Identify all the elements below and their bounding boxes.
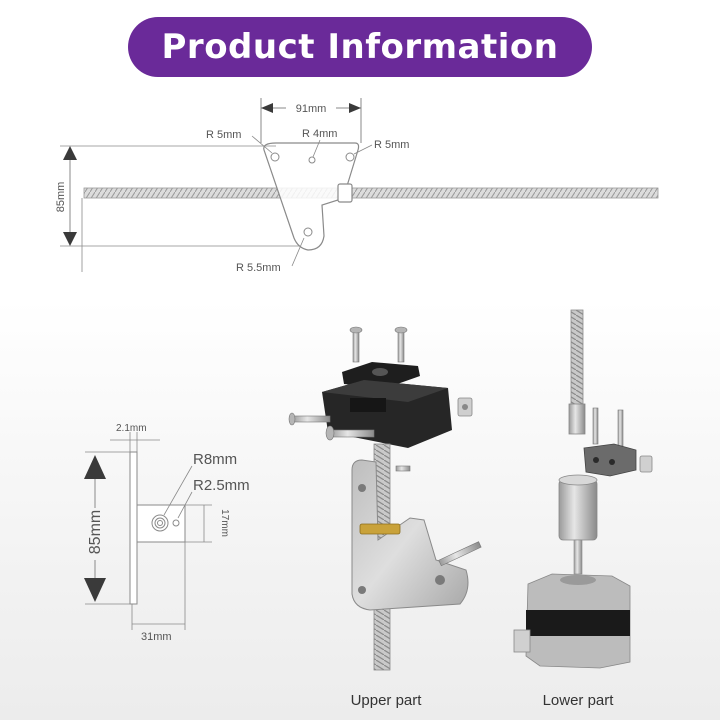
side-plate-vertical (129, 451, 138, 605)
threaded-rod (83, 187, 659, 199)
arrow-up-icon (84, 455, 106, 479)
lower-part-caption: Lower part (543, 692, 615, 709)
nut-block (337, 183, 353, 203)
hole-bottom (303, 227, 313, 237)
page-title: Product Information (161, 27, 559, 67)
radius-left-label: R 5mm (206, 129, 241, 141)
lead-screw-lower (570, 309, 584, 409)
thickness-label: 2.1mm (116, 423, 147, 434)
shaft-coupler (558, 479, 598, 541)
motor-black-band (526, 610, 630, 636)
arrow-right-icon (349, 103, 361, 113)
radius-bottom-label: R 5.5mm (236, 262, 281, 274)
width-dimension-label: 91mm (296, 103, 327, 115)
arrow-left-icon (261, 103, 273, 113)
offset-label: 17mm (219, 509, 230, 537)
side-plate-tab (136, 504, 186, 543)
arrow-up-icon (63, 146, 77, 160)
side-height-label: 85mm (87, 510, 104, 554)
bracket-plate-outline (263, 142, 360, 251)
upper-part-illustration (288, 326, 482, 671)
brass-nut (359, 523, 401, 535)
height-dimension-label: 85mm (55, 182, 67, 213)
title-banner: Product Information (128, 17, 592, 77)
radius-center-label: R 4mm (302, 128, 337, 140)
top-view-diagram: 91mm R 5mm R 4mm R 5mm R 5.5mm 85mm (55, 98, 659, 274)
rod-hole (151, 514, 169, 532)
radius-right-label: R 5mm (374, 139, 409, 151)
hole-left (270, 152, 280, 162)
radius-small-label: R2.5mm (193, 477, 250, 494)
radius-large-label: R8mm (193, 451, 237, 468)
hole-center (308, 156, 316, 164)
arrow-down-icon (63, 232, 77, 246)
z-axis-bracket (351, 459, 469, 611)
screw-hole (172, 519, 180, 527)
side-width-label: 31mm (141, 631, 172, 643)
upper-part-caption: Upper part (351, 692, 423, 709)
hole-right (345, 152, 355, 162)
arrow-down-icon (84, 578, 106, 602)
lower-part-illustration (513, 309, 653, 669)
side-view-diagram: 2.1mm R8mm R2.5mm 85mm 17mm 31mm (84, 423, 250, 643)
